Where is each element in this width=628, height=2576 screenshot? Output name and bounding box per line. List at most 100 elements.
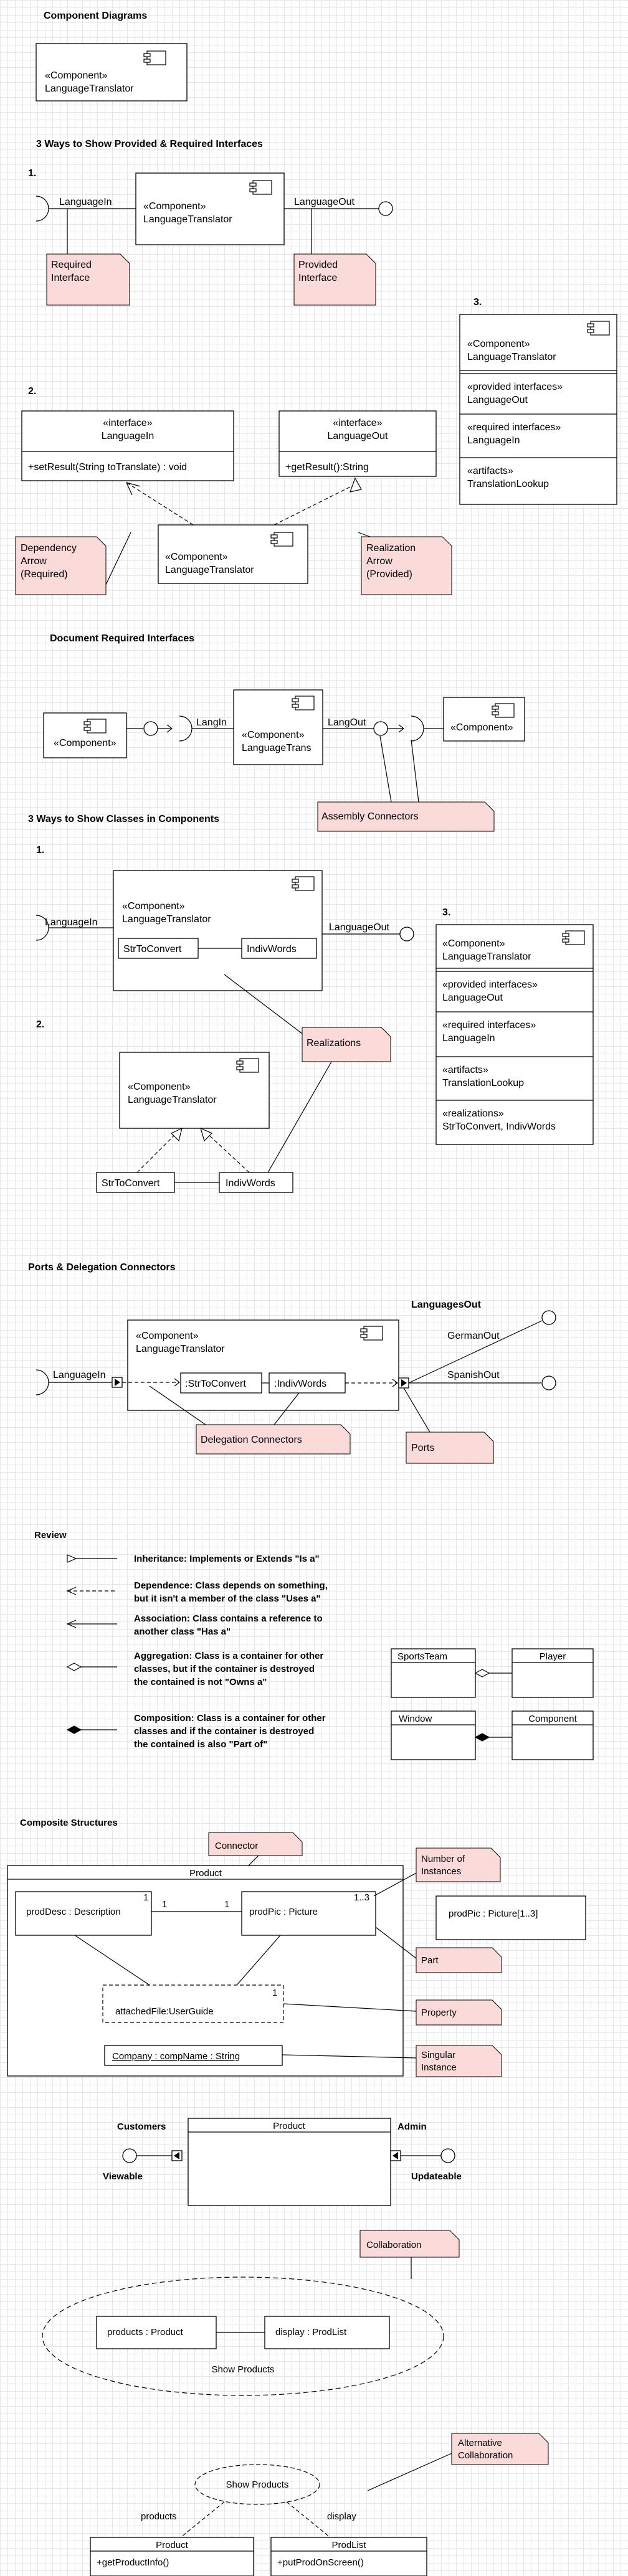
- section-title-interfaces: 3 Ways to Show Provided & Required Inter…: [36, 139, 263, 149]
- component-icon: [83, 719, 107, 734]
- note-text: Collaboration: [366, 2240, 421, 2250]
- stereotype-label: «interface»: [103, 418, 152, 428]
- interface-label: LanguageIn: [45, 917, 98, 928]
- review-legend: Inheritance: Implements or Extends "Is a…: [66, 1554, 594, 1760]
- class-indivwords: [241, 938, 317, 959]
- part-prodDesc: [15, 1891, 152, 1936]
- collaboration-ellipse: [42, 2276, 444, 2396]
- review-text: the contained is not "Owns a": [134, 1677, 267, 1687]
- section-title-classes-in-components: 3 Ways to Show Classes in Components: [28, 814, 219, 824]
- review-text: Dependence: Class depends on something,: [134, 1580, 328, 1591]
- component-icon: [292, 696, 315, 710]
- note-text: Singular: [421, 2050, 455, 2060]
- multiplicity: 1: [272, 1988, 277, 1998]
- class-product: [188, 2118, 391, 2206]
- provided-interface-lollipop: [440, 2148, 455, 2163]
- multiplicity: 1: [162, 1899, 167, 1910]
- section-title-component-diagrams: Component Diagrams: [44, 11, 147, 21]
- component-icon: [587, 321, 610, 336]
- class-name: Product: [156, 2540, 189, 2550]
- composite-diagram: Connector Product prodDesc : Description…: [7, 1832, 586, 2077]
- interface-label: LanguageOut: [329, 922, 390, 933]
- stereotype-label: «Component»: [143, 201, 206, 212]
- component-icon: [492, 703, 515, 718]
- note-text: Instance: [421, 2062, 457, 2073]
- note-dependency-arrow: [15, 536, 107, 595]
- note-text: Arrow: [366, 556, 392, 567]
- way-number-1: 1.: [36, 845, 44, 856]
- interface-name: LanguageOut: [328, 431, 389, 441]
- compartment-value: LanguageIn: [467, 435, 520, 446]
- part-name: prodPic : Picture: [249, 1907, 318, 1917]
- note-text: Dependency: [21, 543, 77, 554]
- note-text: Instances: [421, 1866, 461, 1877]
- realization-arrow: [205, 1131, 250, 1173]
- review-text: Aggregation: Class is a container for ot…: [134, 1651, 323, 1661]
- note-delegation-connectors: [196, 1424, 351, 1455]
- note-number-of-instances: [416, 1847, 501, 1882]
- stereotype-label: «interface»: [333, 418, 382, 428]
- ports-label-languagesout: LanguagesOut: [411, 1300, 482, 1310]
- class-name: Player: [540, 1651, 566, 1662]
- compartment-value: LanguageOut: [467, 395, 528, 405]
- compartment-heading: «required interfaces»: [467, 422, 561, 433]
- class-sportsteam: [391, 1648, 476, 1698]
- review-text: but it isn't a member of the class "Uses…: [134, 1593, 321, 1604]
- multiplicity: 1: [224, 1899, 229, 1910]
- compartment-value: StrToConvert, IndivWords: [442, 1121, 556, 1132]
- note-text: Alternative: [458, 2438, 502, 2448]
- classes-way1: LanguageIn «Component» LanguageTranslato…: [36, 870, 414, 1034]
- note-text: Collaboration: [458, 2450, 513, 2461]
- interface-method: +setResult(String toTranslate) : void: [28, 462, 187, 473]
- note-connector: [208, 1832, 303, 1856]
- component-icon: [249, 180, 272, 195]
- component-box: «Component» LanguageTranslator: [36, 43, 188, 101]
- compartment-value: TranslationLookup: [467, 479, 549, 489]
- port-interface-label: SpanishOut: [447, 1370, 500, 1380]
- way-number-2: 2.: [28, 386, 36, 397]
- port-interface-label: GermanOut: [447, 1331, 500, 1341]
- compartment-heading: «artifacts»: [467, 466, 513, 476]
- port-label: Updateable: [411, 2171, 462, 2182]
- class-prodlist: [270, 2537, 427, 2576]
- required-interface-socket: [411, 715, 424, 742]
- section-title-document-required: Document Required Interfaces: [50, 633, 194, 644]
- component-name: LanguageTrans: [242, 743, 312, 753]
- stereotype-label: «Component»: [450, 722, 513, 733]
- class-name: ProdList: [331, 2540, 366, 2550]
- realization-arrow: [274, 484, 356, 526]
- required-interface-socket: [179, 715, 193, 742]
- stereotype-label: «Component»: [128, 1082, 191, 1092]
- review-text: Composition: Class is a container for ot…: [134, 1713, 326, 1724]
- note-text: Realization: [366, 543, 416, 554]
- product-ports-diagram: Customers Admin Product Viewable Updatea…: [103, 2118, 462, 2206]
- provided-interface-lollipop: [373, 721, 388, 736]
- class-product: [90, 2537, 254, 2576]
- note-required-interface: [46, 253, 130, 306]
- component-icon: [292, 876, 315, 891]
- class-name: SportsTeam: [397, 1651, 447, 1662]
- interface-name: LanguageIn: [102, 431, 155, 441]
- class-name: Product: [273, 2121, 306, 2131]
- review-text: classes and if the container is destroye…: [134, 1726, 314, 1737]
- part-name: :StrToConvert: [185, 1379, 246, 1389]
- note-assembly-connectors: [317, 801, 495, 832]
- component-name: LanguageTranslator: [143, 214, 232, 225]
- section-title-ports: Ports & Delegation Connectors: [28, 1262, 176, 1273]
- review-text: Inheritance: Implements or Extends "Is a…: [134, 1554, 320, 1564]
- class-name: Component: [528, 1714, 577, 1724]
- collaboration-diagram: Collaboration products : Product display…: [42, 2230, 549, 2576]
- role-label: display: [327, 2511, 356, 2522]
- way3-component-box: «Component» LanguageTranslator «provided…: [459, 314, 617, 505]
- class-window: [391, 1710, 476, 1760]
- provided-interface-lollipop: [143, 721, 158, 736]
- part-name: prodPic : Picture[1..3]: [449, 1908, 538, 1919]
- provided-interface-lollipop: [378, 201, 393, 216]
- interface-label-out: LanguageOut: [294, 197, 355, 207]
- compartment-heading: «provided interfaces»: [442, 979, 538, 990]
- dependency-arrow: [126, 482, 194, 526]
- review-text: Association: Class contains a reference …: [134, 1613, 323, 1624]
- property-name: attachedFile:UserGuide: [115, 2006, 214, 2017]
- component-name: LanguageTranslator: [136, 1344, 225, 1354]
- component-name: LanguageTranslator: [128, 1095, 217, 1105]
